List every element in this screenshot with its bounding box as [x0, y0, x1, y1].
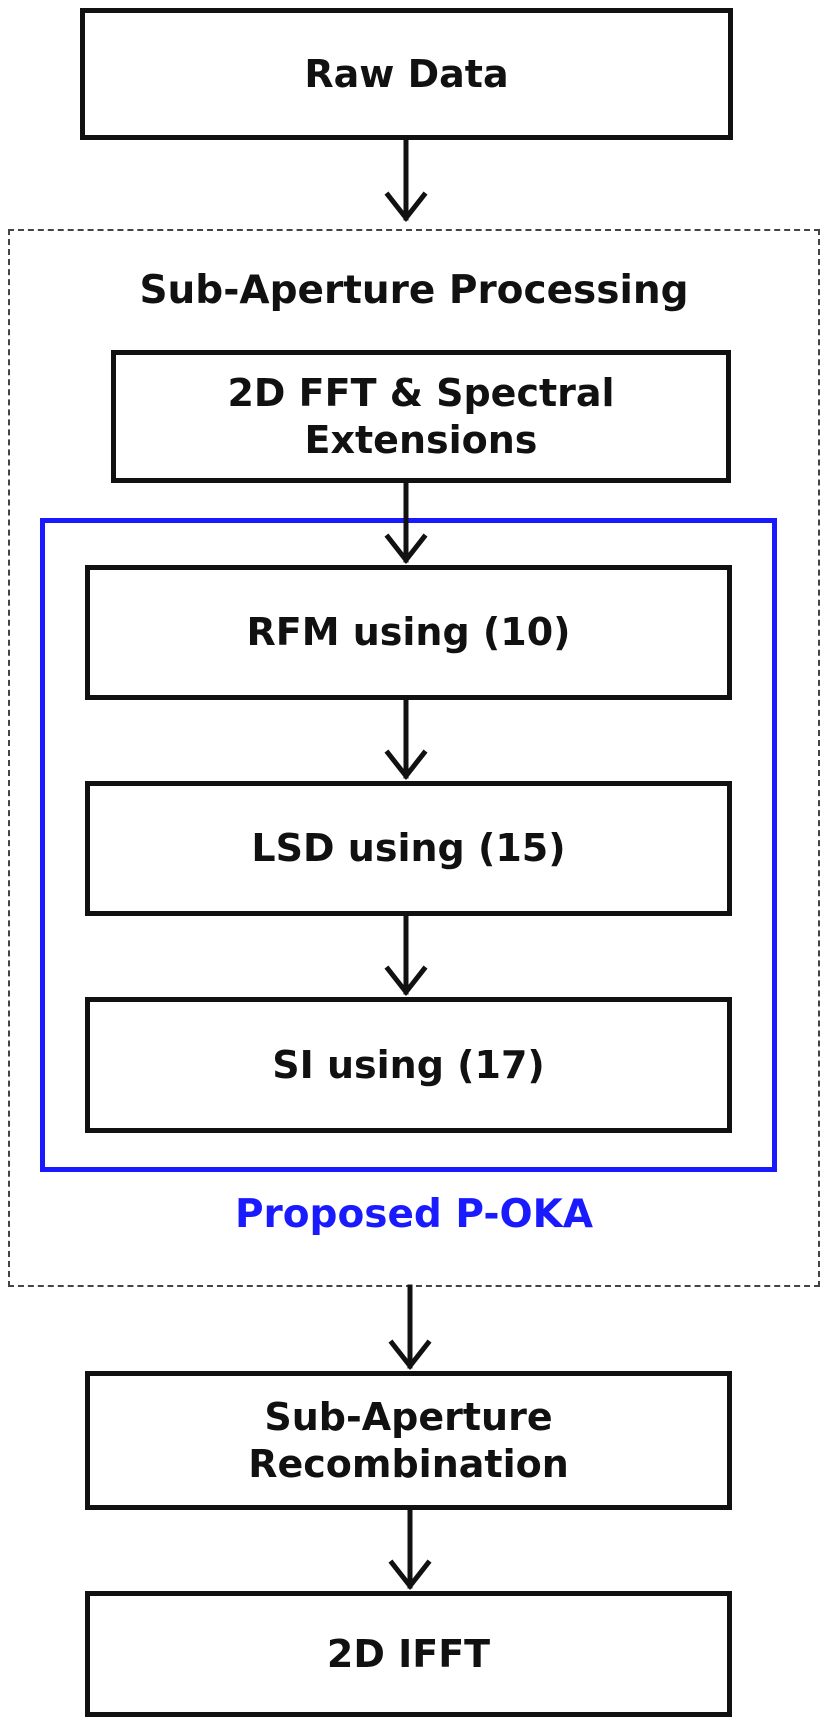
fft-spectral-line2: Extensions [304, 417, 538, 462]
arrowhead-fft-to-rfm [384, 533, 428, 565]
ifft-label: 2D IFFT [326, 1631, 491, 1676]
recombination-line1: Sub-Aperture [264, 1395, 553, 1440]
fft-spectral-line1: 2D FFT & Spectral [227, 371, 615, 416]
arrowhead-raw-to-processing [384, 191, 428, 223]
si-box: SI using (17) [85, 997, 732, 1133]
raw-data-label: Raw Data [304, 51, 509, 96]
si-label: SI using (17) [272, 1042, 545, 1087]
fft-spectral-text: 2D FFT & Spectral Extensions [227, 370, 614, 463]
arrowhead-recombination-to-ifft [388, 1559, 432, 1591]
fft-spectral-box: 2D FFT & Spectral Extensions [111, 350, 731, 483]
arrowhead-rfm-to-lsd [384, 749, 428, 781]
sub-aperture-processing-label: Sub-Aperture Processing [139, 268, 689, 313]
lsd-label: LSD using (15) [251, 826, 566, 871]
rfm-label: RFM using (10) [246, 610, 571, 655]
lsd-box: LSD using (15) [85, 781, 732, 916]
recombination-box: Sub-Aperture Recombination [85, 1371, 732, 1510]
rfm-box: RFM using (10) [85, 565, 732, 700]
recombination-line2: Recombination [248, 1441, 569, 1486]
arrowhead-lsd-to-si [384, 965, 428, 997]
recombination-text: Sub-Aperture Recombination [248, 1394, 569, 1487]
arrowhead-processing-to-recombination [388, 1339, 432, 1371]
ifft-box: 2D IFFT [85, 1591, 732, 1717]
raw-data-box: Raw Data [80, 8, 733, 140]
proposed-poka-label: Proposed P-OKA [234, 1192, 594, 1237]
sub-aperture-processing-region [8, 229, 820, 1287]
